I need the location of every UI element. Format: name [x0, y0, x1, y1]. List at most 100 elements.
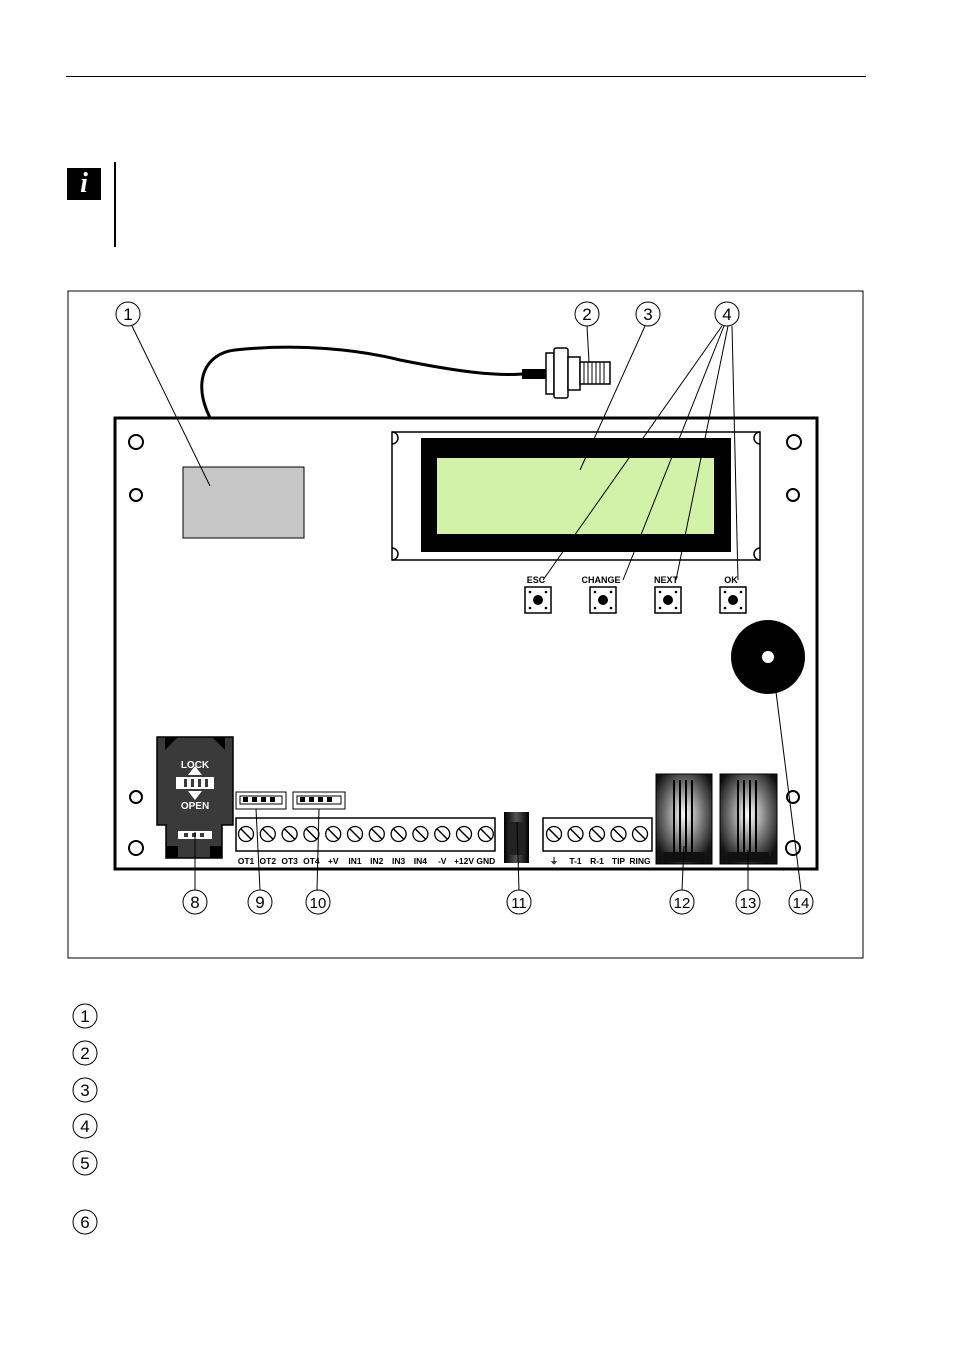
terminal-label: OT1 — [238, 856, 255, 866]
phone-terminal-label: R-1 — [590, 856, 604, 866]
terminal-screw — [477, 825, 494, 843]
button-label: ESC — [527, 575, 546, 585]
phone-terminal-screw — [610, 825, 627, 843]
callout-4: 4 — [714, 301, 740, 327]
rj-jack-13 — [719, 773, 778, 865]
callout-number: 2 — [582, 305, 591, 324]
lcd-display — [391, 431, 761, 561]
callout-12: 12 — [669, 889, 695, 915]
callout-3: 3 — [635, 301, 661, 327]
button-label: NEXT — [654, 575, 679, 585]
diagram-frame — [67, 290, 864, 959]
phone-terminal-screw — [588, 825, 606, 843]
legend-number: 2 — [80, 1044, 89, 1063]
sim-open-label: OPEN — [181, 801, 209, 812]
button-ok[interactable]: OK — [719, 575, 747, 614]
callout-2: 2 — [574, 301, 600, 327]
keypad-buttons: ESC CHANGE NEXT OK — [524, 575, 747, 614]
info-icon: i — [67, 168, 101, 200]
phone-terminal-screw — [545, 825, 563, 843]
legend-marker-1: 1 — [70, 1001, 100, 1031]
button-esc[interactable]: ESC — [524, 575, 552, 614]
power-jack — [504, 812, 529, 863]
terminal-screws-main — [237, 825, 494, 843]
legend-number: 6 — [80, 1213, 89, 1232]
terminal-screw — [281, 825, 298, 843]
antenna-cable — [200, 345, 524, 442]
terminal-screw — [455, 825, 473, 843]
callout-1: 1 — [115, 301, 141, 327]
terminal-label: GND — [476, 856, 495, 866]
callout-8: 8 — [182, 889, 208, 915]
callout-number: 1 — [123, 305, 132, 324]
legend-number: 3 — [80, 1081, 89, 1100]
callout-14: 14 — [788, 889, 814, 915]
callout-number: 8 — [190, 893, 199, 912]
legend-marker-2: 2 — [70, 1038, 100, 1068]
terminal-screw — [346, 825, 364, 843]
phone-terminal-label: T-1 — [569, 856, 582, 866]
button-label: OK — [724, 575, 738, 585]
pin-header-9 — [235, 791, 287, 810]
button-label: CHANGE — [581, 575, 620, 585]
terminal-screw — [434, 825, 451, 843]
button-change[interactable]: CHANGE — [581, 575, 621, 614]
legend-marker-3: 3 — [70, 1075, 100, 1105]
terminal-screw — [412, 825, 429, 843]
terminal-screw — [303, 825, 320, 843]
terminal-label: OT4 — [303, 856, 320, 866]
callout-number: 4 — [722, 305, 731, 324]
callout-number: 10 — [310, 895, 327, 912]
pin-header-10 — [292, 791, 346, 810]
legend-number: 1 — [80, 1007, 89, 1026]
phone-terminal-label: ⏚ — [550, 856, 559, 866]
phone-terminal-screw — [631, 825, 649, 843]
phone-terminal-screw — [567, 825, 584, 843]
callout-10: 10 — [305, 889, 331, 915]
legend-number: 4 — [80, 1117, 89, 1136]
callout-number: 13 — [740, 895, 757, 912]
terminal-label: IN3 — [392, 856, 406, 866]
callout-9: 9 — [247, 889, 273, 915]
terminal-label: OT3 — [281, 856, 298, 866]
callout-number: 3 — [643, 305, 652, 324]
legend-marker-5: 5 — [70, 1148, 100, 1178]
terminal-label: -V — [438, 856, 447, 866]
terminal-screw — [368, 825, 385, 843]
terminal-screw — [237, 825, 255, 843]
leader-lines — [131, 325, 802, 891]
callout-number: 9 — [255, 893, 264, 912]
terminal-screw — [259, 825, 276, 843]
terminal-label: IN1 — [348, 856, 362, 866]
callout-number: 14 — [793, 895, 810, 912]
legend-marker-6: 6 — [70, 1207, 100, 1237]
gsm-module — [182, 466, 305, 539]
note-bar — [114, 162, 116, 247]
phone-terminal-label: TIP — [612, 856, 626, 866]
legend-number: 5 — [80, 1154, 89, 1173]
terminal-label: +12V — [454, 856, 474, 866]
terminal-label: IN4 — [414, 856, 428, 866]
callout-number: 11 — [511, 895, 527, 912]
callout-13: 13 — [735, 889, 761, 915]
sim-lock-label: LOCK — [181, 760, 210, 771]
callout-11: 11 — [506, 889, 532, 915]
terminal-label: OT2 — [260, 856, 277, 866]
terminal-label: IN2 — [370, 856, 384, 866]
mounting-holes — [128, 434, 802, 856]
button-next[interactable]: NEXT — [654, 575, 682, 614]
terminal-screws-phone — [545, 825, 649, 843]
terminal-block-main — [235, 817, 496, 852]
terminal-screw — [325, 825, 342, 843]
header-rule — [66, 76, 866, 77]
antenna-connector — [522, 347, 611, 399]
terminal-screw — [390, 825, 407, 843]
buzzer — [731, 620, 805, 694]
callout-number: 12 — [674, 895, 691, 912]
legend-marker-4: 4 — [70, 1111, 100, 1141]
terminal-label: +V — [328, 856, 339, 866]
